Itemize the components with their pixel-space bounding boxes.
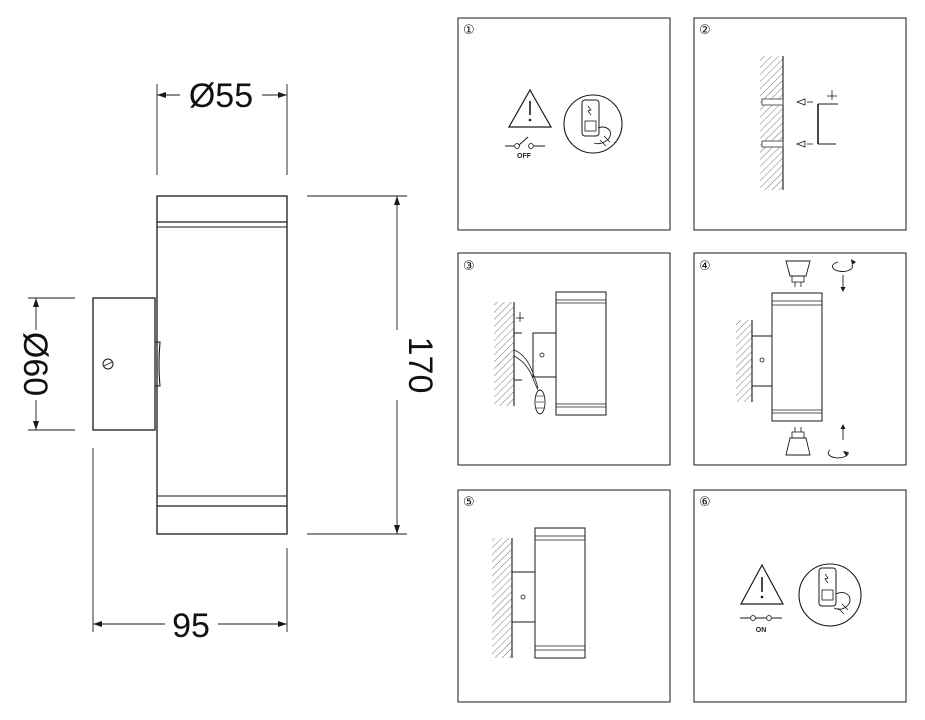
gu10-bulb-bottom-icon — [785, 427, 811, 456]
step-number: ④ — [699, 259, 711, 274]
lamp-body-icon — [534, 527, 586, 659]
step-panel-3: ③ — [457, 252, 671, 466]
circuit-breaker-icon — [798, 563, 862, 627]
mounting-bracket-icon — [817, 103, 838, 145]
step-number: ① — [463, 23, 475, 38]
ground-symbol-icon — [827, 90, 837, 100]
wall-base — [92, 297, 161, 431]
step-panel-4: ④ — [693, 252, 907, 466]
circuit-breaker-icon — [563, 94, 623, 154]
warning-icon — [739, 563, 785, 605]
dim-base-diameter: Ø60 — [16, 297, 75, 431]
switch-off-icon: OFF — [505, 136, 545, 160]
lamp-body — [156, 195, 288, 535]
step-number: ⑤ — [463, 495, 475, 510]
lamp-body-icon — [771, 292, 823, 422]
gu10-bulb-top-icon — [785, 260, 811, 287]
dim-body-diameter: Ø55 — [156, 77, 288, 175]
step-number: ⑥ — [699, 495, 711, 510]
step-panel-5: ⑤ — [457, 489, 671, 703]
lamp-base-icon — [532, 332, 557, 378]
lamp-body-icon — [555, 291, 607, 416]
wall-section — [492, 538, 513, 658]
step-panel-2: ② — [693, 17, 907, 231]
wiring-icon — [513, 312, 546, 415]
dim-depth: 95 — [92, 448, 288, 645]
step-number: ③ — [463, 259, 475, 274]
step-panel-1: ① OFF — [457, 17, 671, 231]
step-number: ② — [699, 23, 711, 38]
switch-off-label: OFF — [517, 153, 532, 160]
height-label: 170 — [401, 337, 439, 394]
warning-icon — [507, 88, 553, 128]
switch-on-label: ON — [756, 627, 767, 634]
switch-on-icon: ON — [740, 615, 782, 634]
depth-label: 95 — [172, 607, 210, 645]
dimension-drawing: Ø55 170 Ø60 — [16, 77, 439, 645]
wall-section — [760, 56, 784, 190]
base-diameter-label: Ø60 — [16, 332, 54, 396]
lamp-base-icon — [511, 571, 536, 623]
wall-section — [736, 320, 753, 402]
rotate-arrow-bottom-icon — [827, 424, 849, 459]
dim-height: 170 — [307, 195, 439, 535]
step-panel-6: ⑥ ON — [693, 489, 907, 703]
body-diameter-label: Ø55 — [189, 77, 253, 115]
wall-section — [494, 302, 515, 406]
wall-plug-icon — [795, 98, 813, 148]
rotate-arrow-top-icon — [832, 259, 856, 292]
lamp-base-icon — [751, 335, 773, 387]
